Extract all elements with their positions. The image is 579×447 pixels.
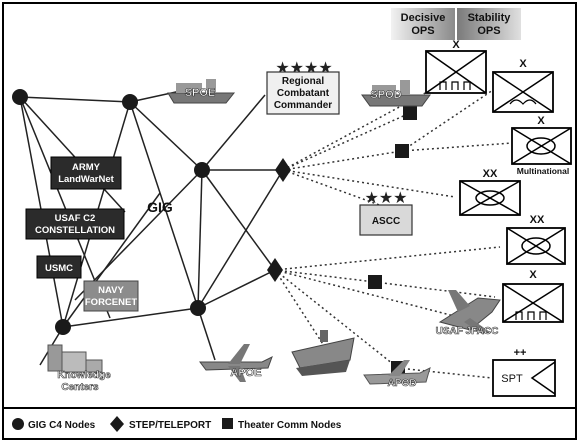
gig-node [194, 162, 210, 178]
gig-c4-nodes [12, 89, 210, 335]
decisive-ops-line2: OPS [411, 25, 434, 37]
ascc-stars: ★★★ [364, 190, 407, 207]
outer-border [2, 2, 577, 440]
navy-forcenet-box: NAVY FORCENET [83, 280, 139, 312]
unit-symbol-xx-lower: XX [506, 214, 566, 265]
rcc-line3: Commander [274, 100, 332, 111]
apoe-label: APOE [230, 367, 261, 379]
usmc-label: USMC [45, 263, 73, 274]
legend-step-teleport: STEP/TELEPORT [129, 420, 211, 431]
gig-node [55, 319, 71, 335]
legend-theater-nodes: Theater Comm Nodes [238, 420, 342, 431]
spod-ship: SPOD [361, 80, 431, 107]
regional-combatant-commander: ★★★★ Regional Combatant Commander [266, 60, 340, 115]
unit-echelon: X [537, 115, 545, 127]
apod-plane: APOD [363, 360, 431, 389]
step-teleport-nodes [267, 158, 291, 282]
unit-echelon: X [519, 58, 527, 70]
navy-line1: NAVY [98, 285, 124, 296]
multinational-label: Multinational [517, 166, 569, 176]
unit-echelon: X [529, 269, 537, 281]
stability-ops-line2: OPS [477, 25, 500, 37]
unit-symbol-x-lower: X [502, 269, 564, 323]
knowledge-line1: Knowledge [57, 370, 111, 381]
unit-symbol-support: ++ SPT [492, 347, 556, 397]
theater-node [368, 275, 382, 289]
unit-echelon: XX [483, 168, 498, 180]
spt-label: SPT [501, 373, 523, 385]
spod-label: SPOD [370, 89, 401, 101]
knowledge-centers-building: Knowledge Centers [47, 344, 111, 393]
stability-ops-line1: Stability [468, 12, 512, 24]
usmc-box: USMC [36, 255, 82, 279]
legend-circle-icon [12, 418, 24, 430]
legend-square-icon [222, 418, 233, 429]
theater-node [403, 106, 417, 120]
ascc-block: ★★★ ASCC [359, 190, 413, 236]
spoe-label: SPOE [185, 87, 216, 99]
legend-gig-nodes: GIG C4 Nodes [28, 420, 96, 431]
theater-comm-lines [274, 84, 513, 379]
spoe-ship: SPOE [167, 79, 236, 104]
ascc-label: ASCC [372, 216, 400, 227]
gig-node [122, 94, 138, 110]
army-line2: LandWarNet [58, 174, 114, 185]
usaf-jfacc-label: USAF JFACC [436, 326, 499, 337]
unit-echelon: X [452, 39, 460, 51]
legend-diamond-icon [110, 416, 124, 432]
unit-echelon-plusplus: ++ [514, 347, 527, 359]
step-teleport-diamond [267, 258, 283, 282]
rcc-line1: Regional [282, 76, 324, 87]
unit-echelon: XX [530, 214, 545, 226]
usaf-c2-constellation-box: USAF C2 CONSTELLATION [25, 208, 125, 240]
step-teleport-diamond [275, 158, 291, 182]
navy-line2: FORCENET [85, 297, 137, 308]
theater-node [395, 144, 409, 158]
apod-label: APOD [388, 378, 417, 389]
stability-ops-label: Stability OPS [457, 8, 521, 40]
army-line1: ARMY [72, 162, 101, 173]
unit-symbol-multinational: X Multinational [511, 115, 572, 176]
apoe-plane: APOE [199, 344, 273, 382]
theater-comm-nodes [368, 106, 417, 375]
unit-symbol-xx-upper: XX [459, 168, 521, 216]
usaf-line2: CONSTELLATION [35, 225, 115, 236]
usaf-jfacc-jet: USAF JFACC [435, 290, 501, 337]
decisive-ops-label: Decisive OPS [391, 8, 455, 40]
legend: GIG C4 Nodes STEP/TELEPORT Theater Comm … [12, 416, 342, 432]
usaf-line1: USAF C2 [55, 213, 96, 224]
carrier-ship [291, 330, 355, 376]
gig-hub-label: GIG [147, 199, 173, 215]
knowledge-line2: Centers [61, 382, 99, 393]
army-landwarnet-box: ARMY LandWarNet [50, 156, 122, 190]
decisive-ops-line1: Decisive [401, 12, 446, 24]
unit-symbol-stability: X [492, 58, 554, 113]
rcc-line2: Combatant [277, 88, 330, 99]
gig-node [190, 300, 206, 316]
gig-node [12, 89, 28, 105]
unit-symbol-decisive: X [425, 39, 487, 94]
